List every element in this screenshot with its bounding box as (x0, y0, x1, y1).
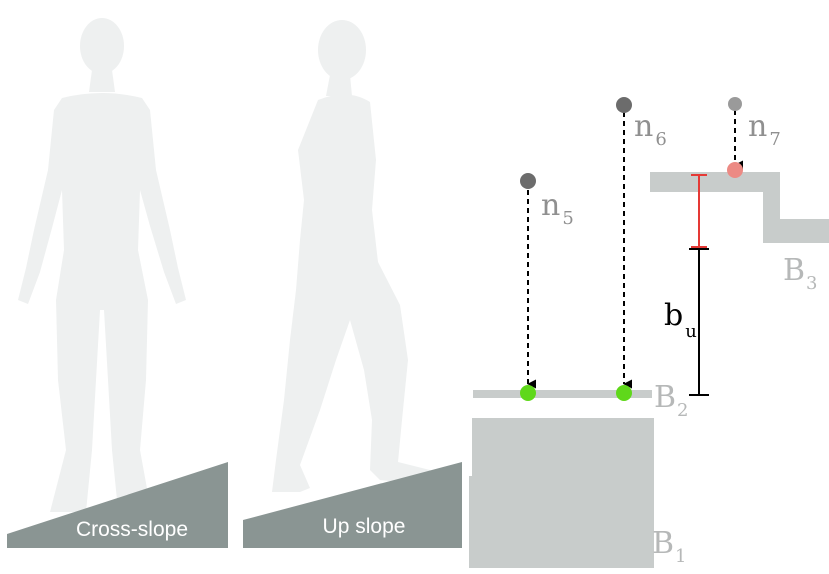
contact-point-green-right (616, 385, 632, 401)
label-b1: B1 (652, 526, 687, 567)
up-slope-wedge (243, 462, 462, 548)
node-n5 (520, 173, 536, 189)
bu-dimension-line (689, 248, 709, 396)
block-b1 (472, 418, 654, 568)
cross-slope-label: Cross-slope (76, 518, 188, 541)
label-b2: B2 (654, 380, 689, 421)
block-b1-edge (469, 476, 473, 568)
step-b3 (650, 172, 829, 243)
platform-b2 (473, 390, 652, 398)
node-n7 (728, 97, 742, 111)
label-b3: B3 (783, 253, 818, 294)
cross-slope-wedge (7, 462, 228, 548)
contact-point-red (727, 162, 743, 178)
node-n6 (616, 97, 632, 113)
up-slope-label: Up slope (323, 515, 406, 538)
red-height-marker (691, 174, 707, 248)
human-figure-front (18, 18, 186, 512)
human-figure-side (272, 20, 440, 492)
contact-point-green-left (520, 385, 536, 401)
